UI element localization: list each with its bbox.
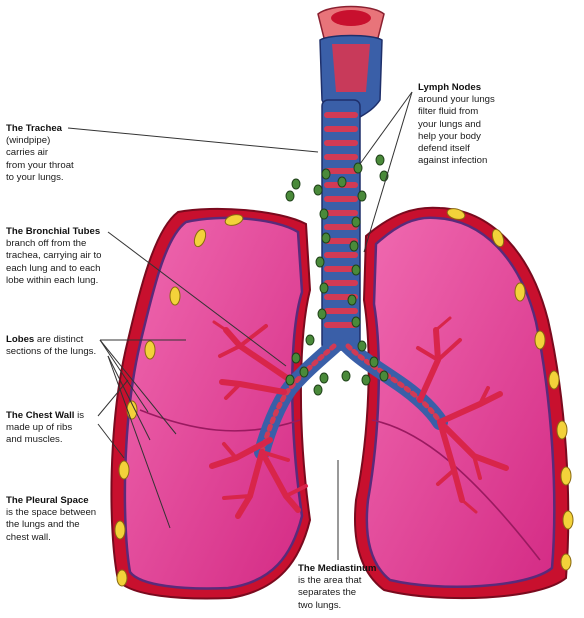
label-chest-wall: The Chest Wall is made up of ribs and mu… <box>6 410 116 447</box>
bronchial-branches-left <box>209 320 308 519</box>
label-lymph-nodes: Lymph Nodes around your lungs filter flu… <box>418 82 538 167</box>
bronchial-branches-right <box>416 316 509 514</box>
lobes-title: Lobes <box>6 334 35 345</box>
right-lobe-fissure <box>371 419 541 561</box>
left-lobe-fissure <box>139 409 301 432</box>
label-pleural-space: The Pleural Space is the space between t… <box>6 495 126 544</box>
bronchial-title: The Bronchial Tubes <box>6 226 101 237</box>
label-bronchial-tubes: The Bronchial Tubes branch off from the … <box>6 226 146 287</box>
bronchial-body: branch off from the trachea, carrying ai… <box>6 238 102 286</box>
rib-ovals-left <box>114 214 244 587</box>
rib-ovals-right <box>446 208 574 571</box>
right-lung <box>365 216 556 588</box>
pleural-title: The Pleural Space <box>6 495 89 506</box>
label-lobes: Lobes are distinct sections of the lungs… <box>6 334 116 358</box>
trachea-body: (windpipe) carries air from your throat … <box>6 135 74 183</box>
left-lung <box>123 216 304 590</box>
label-trachea: The Trachea (windpipe) carries air from … <box>6 123 126 184</box>
mediastinum-body: is the area that separates the two lungs… <box>298 575 362 611</box>
lymph-nodes <box>285 154 389 396</box>
mediastinum-title: The Mediastinum <box>298 563 377 574</box>
tracheal-rings <box>324 112 358 328</box>
trachea-title: The Trachea <box>6 123 62 134</box>
lobes-body: are distinct sections of the lungs. <box>6 334 97 358</box>
chest-wall-title: The Chest Wall <box>6 410 75 421</box>
leader-lines <box>67 91 413 560</box>
lymph-body: around your lungs filter fluid from your… <box>418 94 495 167</box>
chest-wall-body: is made up of ribs and muscles. <box>6 410 85 446</box>
lymph-title: Lymph Nodes <box>418 82 482 93</box>
main-bronchi <box>254 338 448 460</box>
pleural-body: is the space between the lungs and the c… <box>6 507 97 543</box>
label-mediastinum: The Mediastinum is the area that separat… <box>298 563 418 612</box>
